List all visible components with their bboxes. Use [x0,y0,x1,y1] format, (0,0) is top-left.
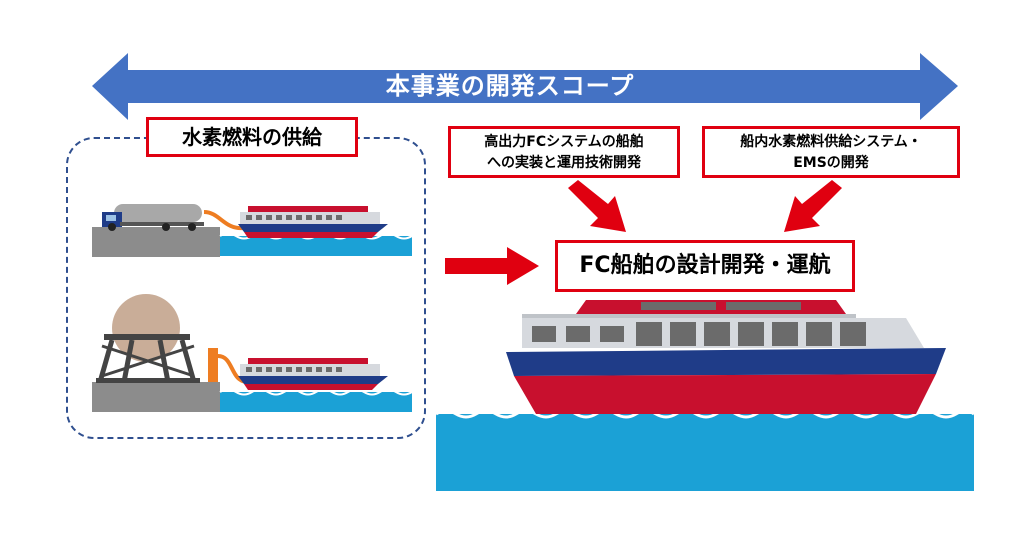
pier [92,382,220,412]
scope-label: 本事業の開発スコープ [385,72,635,100]
red-arrow-icon [784,180,842,232]
fc-system-line2: への実装と運用技術開発 [487,155,641,171]
water [220,392,412,412]
ems-box: 船内水素燃料供給システム・ EMSの開発 [702,126,960,178]
tank-supply-scene [92,294,413,412]
ship-icon [238,206,388,238]
red-arrow-icon [568,180,626,232]
fc-system-box: 高出力FCシステムの船舶 への実装と運用技術開発 [448,126,680,178]
fc-system-line1: 高出力FCシステムの船舶 [484,134,644,150]
supply-label: 水素燃料の供給 [146,117,358,157]
pier [92,227,220,257]
ship-icon [506,300,946,414]
ems-line1: 船内水素燃料供給システム・ [740,134,922,150]
red-arrow-icon [445,247,539,285]
spherical-tank-icon [96,294,200,383]
truck-supply-scene [92,204,413,257]
hose-stand [208,348,218,382]
ems-line2: EMSの開発 [793,155,869,171]
water [220,236,412,256]
hose [203,210,245,231]
main-label-box: FC船舶の設計開発・運航 [555,240,855,292]
double-headed-scope-arrow-icon [92,53,958,120]
large-ship-scene [436,300,975,491]
ship-icon [238,358,388,390]
tanker-truck-icon [102,204,204,231]
water [436,414,974,491]
